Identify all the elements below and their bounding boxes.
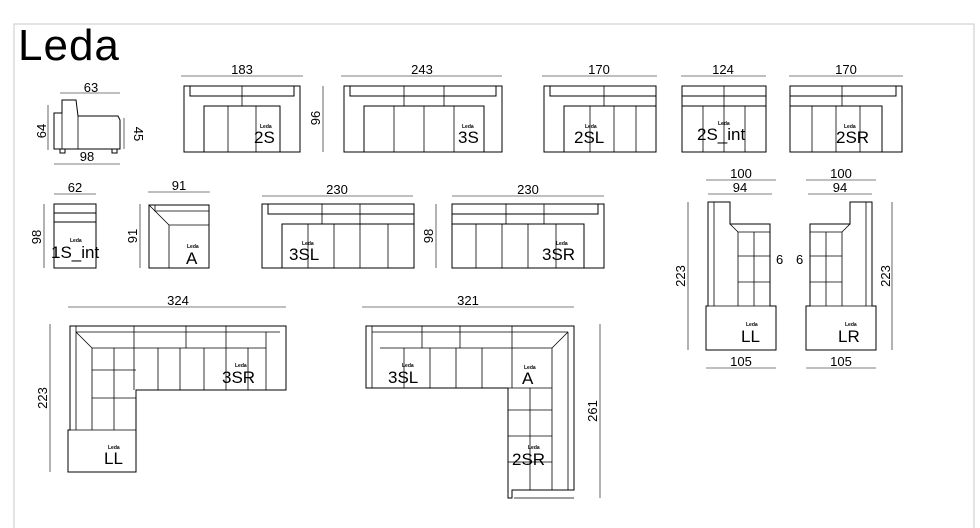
module-1s-int-brand: Leda	[70, 238, 82, 244]
module-3sl-width: 230	[326, 182, 348, 197]
chaise-ll-brand: Leda	[746, 322, 758, 328]
module-3sr-brand: Leda	[556, 241, 568, 247]
module-a-brand: Leda	[187, 244, 199, 250]
chaise-ll: 100 94 223 6 Leda LL 105	[673, 166, 783, 369]
chaise-lr-w-inner: 94	[833, 180, 847, 195]
module-2sr-brand: Leda	[844, 124, 856, 130]
corner-left-brand-2: Leda	[108, 445, 120, 451]
module-2sr-label: 2SR	[836, 128, 869, 147]
corner-right-width: 321	[457, 293, 479, 308]
module-3sl-label: 3SL	[289, 245, 319, 264]
corner-left-depth: 223	[35, 387, 50, 409]
module-3s-brand: Leda	[462, 124, 474, 130]
module-2s-width: 183	[231, 62, 253, 77]
side-depth-dim: 98	[80, 149, 94, 164]
module-2s-height: 96	[308, 111, 323, 125]
module-2s-brand: Leda	[260, 124, 272, 130]
module-1s-int-height: 98	[29, 230, 44, 244]
page-title: Leda	[18, 21, 120, 70]
module-2s-label: 2S	[254, 128, 275, 147]
chaise-lr-w-base: 105	[830, 354, 852, 369]
module-2s: 183 96 Leda 2S	[181, 62, 324, 153]
module-1s-int-label: 1S_int	[51, 243, 99, 262]
side-width-dim: 63	[84, 80, 98, 95]
corner-left-sofa-label: 3SR	[222, 368, 255, 387]
chaise-lr: 100 94 223 6 Leda LR 105	[796, 166, 893, 369]
module-3sr: 98 230 Leda 3SR	[421, 182, 605, 269]
module-3sl: 230 Leda 3SL	[261, 182, 415, 269]
chaise-lr-w-outer: 100	[830, 166, 852, 181]
module-2s-int-brand: Leda	[718, 121, 730, 127]
corner-right: 321 261 Leda 3SL Leda A Leda 2SR	[362, 293, 601, 499]
corner-right-sofa2-label: 2SR	[512, 450, 545, 469]
corner-left: 324 223 Leda 3SR Leda LL	[35, 293, 287, 473]
corner-right-sofa-label: 3SL	[388, 368, 418, 387]
module-3s-label: 3S	[458, 128, 479, 147]
module-2sr: 170 Leda 2SR	[789, 62, 903, 153]
chaise-lr-step: 6	[796, 252, 803, 267]
module-3sr-label: 3SR	[542, 245, 575, 264]
module-2s-int-label: 2S_int	[697, 125, 745, 144]
corner-left-brand-1: Leda	[235, 363, 247, 369]
module-2sr-width: 170	[835, 62, 857, 77]
side-view: 63 64 45 98	[34, 80, 146, 165]
module-1s-int-width: 62	[68, 180, 82, 195]
chaise-lr-label: LR	[838, 327, 860, 346]
module-2sl-width: 170	[588, 62, 610, 77]
module-2s-int-width: 124	[712, 62, 734, 77]
module-a-width: 91	[172, 178, 186, 193]
chaise-ll-length: 223	[673, 265, 688, 287]
chaise-ll-step: 6	[776, 252, 783, 267]
chaise-ll-w-base: 105	[730, 354, 752, 369]
module-2s-int: 124 Leda 2S_int	[681, 62, 767, 153]
corner-right-corner-label: A	[522, 369, 534, 388]
corner-right-depth: 261	[585, 400, 600, 422]
chaise-lr-brand: Leda	[845, 322, 857, 328]
module-a-height: 91	[125, 229, 140, 243]
module-2sl-label: 2SL	[574, 128, 604, 147]
module-2sl-brand: Leda	[585, 124, 597, 130]
module-a-label: A	[186, 249, 198, 268]
module-3s: 243 Leda 3S	[341, 62, 503, 153]
module-a: 91 91 Leda A	[125, 178, 210, 269]
side-seat-dim: 45	[131, 127, 146, 141]
module-3sr-width: 230	[517, 182, 539, 197]
corner-left-end-label: LL	[104, 449, 123, 468]
module-3sl-brand: Leda	[302, 241, 314, 247]
module-3s-width: 243	[411, 62, 433, 77]
side-height-dim: 64	[34, 124, 49, 138]
module-1s-int: 62 98 Leda 1S_int	[29, 180, 99, 269]
chaise-ll-label: LL	[741, 327, 760, 346]
chaise-ll-w-inner: 94	[733, 180, 747, 195]
chaise-lr-length: 223	[878, 265, 893, 287]
module-3sl-height: 98	[421, 229, 436, 243]
sheet-border	[13, 23, 975, 528]
chaise-ll-w-outer: 100	[730, 166, 752, 181]
corner-right-brand-3: Leda	[528, 445, 540, 451]
corner-right-brand-1: Leda	[402, 363, 414, 369]
module-2sl: 170 Leda 2SL	[542, 62, 657, 153]
corner-left-width: 324	[167, 293, 189, 308]
corner-right-brand-2: Leda	[524, 365, 536, 371]
